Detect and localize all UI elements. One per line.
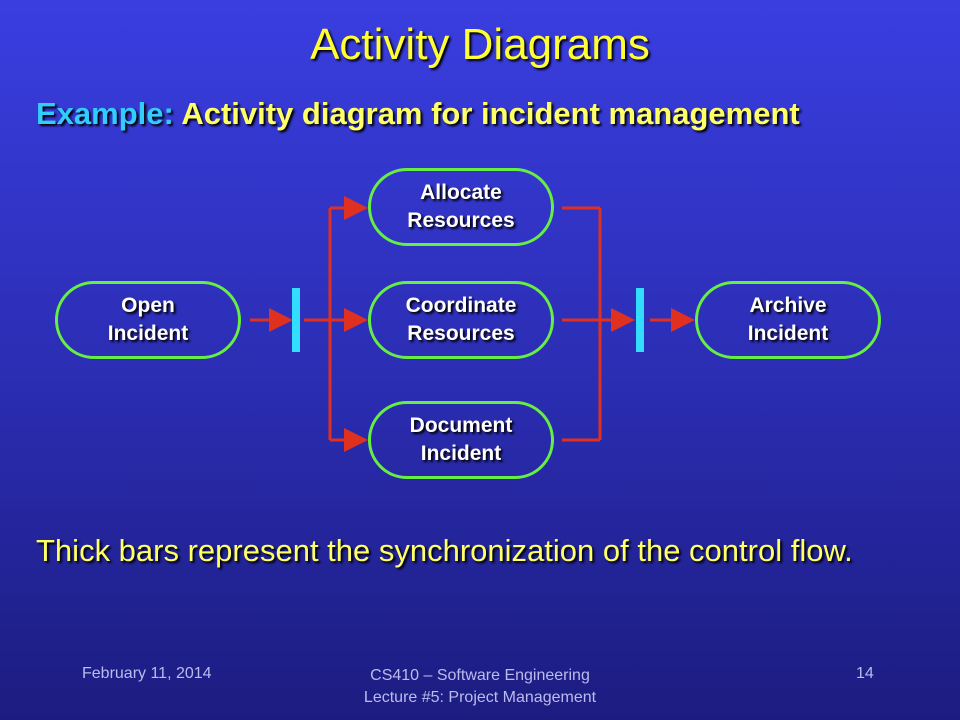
node-coordinate-resources[interactable]: Coordinate Resources: [368, 281, 554, 359]
slide-subtitle: Example: Activity diagram for incident m…: [36, 96, 800, 132]
footer-page-number: 14: [856, 665, 874, 682]
footer-course-line1: CS410 – Software Engineering: [370, 667, 590, 684]
node-archive-incident[interactable]: Archive Incident: [695, 281, 881, 359]
footer-date: February 11, 2014: [82, 665, 212, 682]
node-open-incident[interactable]: Open Incident: [55, 281, 241, 359]
footer-course-line2: Lecture #5: Project Management: [363, 689, 597, 706]
footer-course: CS410 – Software Engineering Lecture #5:…: [320, 665, 640, 709]
join-sync-bar: [636, 288, 644, 352]
subtitle-text: Activity diagram for incident management: [181, 96, 800, 131]
slide-title: Activity Diagrams: [310, 20, 650, 69]
node-document-incident[interactable]: Document Incident: [368, 401, 554, 479]
slide-body-text: Thick bars represent the synchronization…: [36, 533, 853, 568]
node-allocate-resources[interactable]: Allocate Resources: [368, 168, 554, 246]
subtitle-keyword: Example:: [36, 96, 174, 131]
fork-sync-bar: [292, 288, 300, 352]
